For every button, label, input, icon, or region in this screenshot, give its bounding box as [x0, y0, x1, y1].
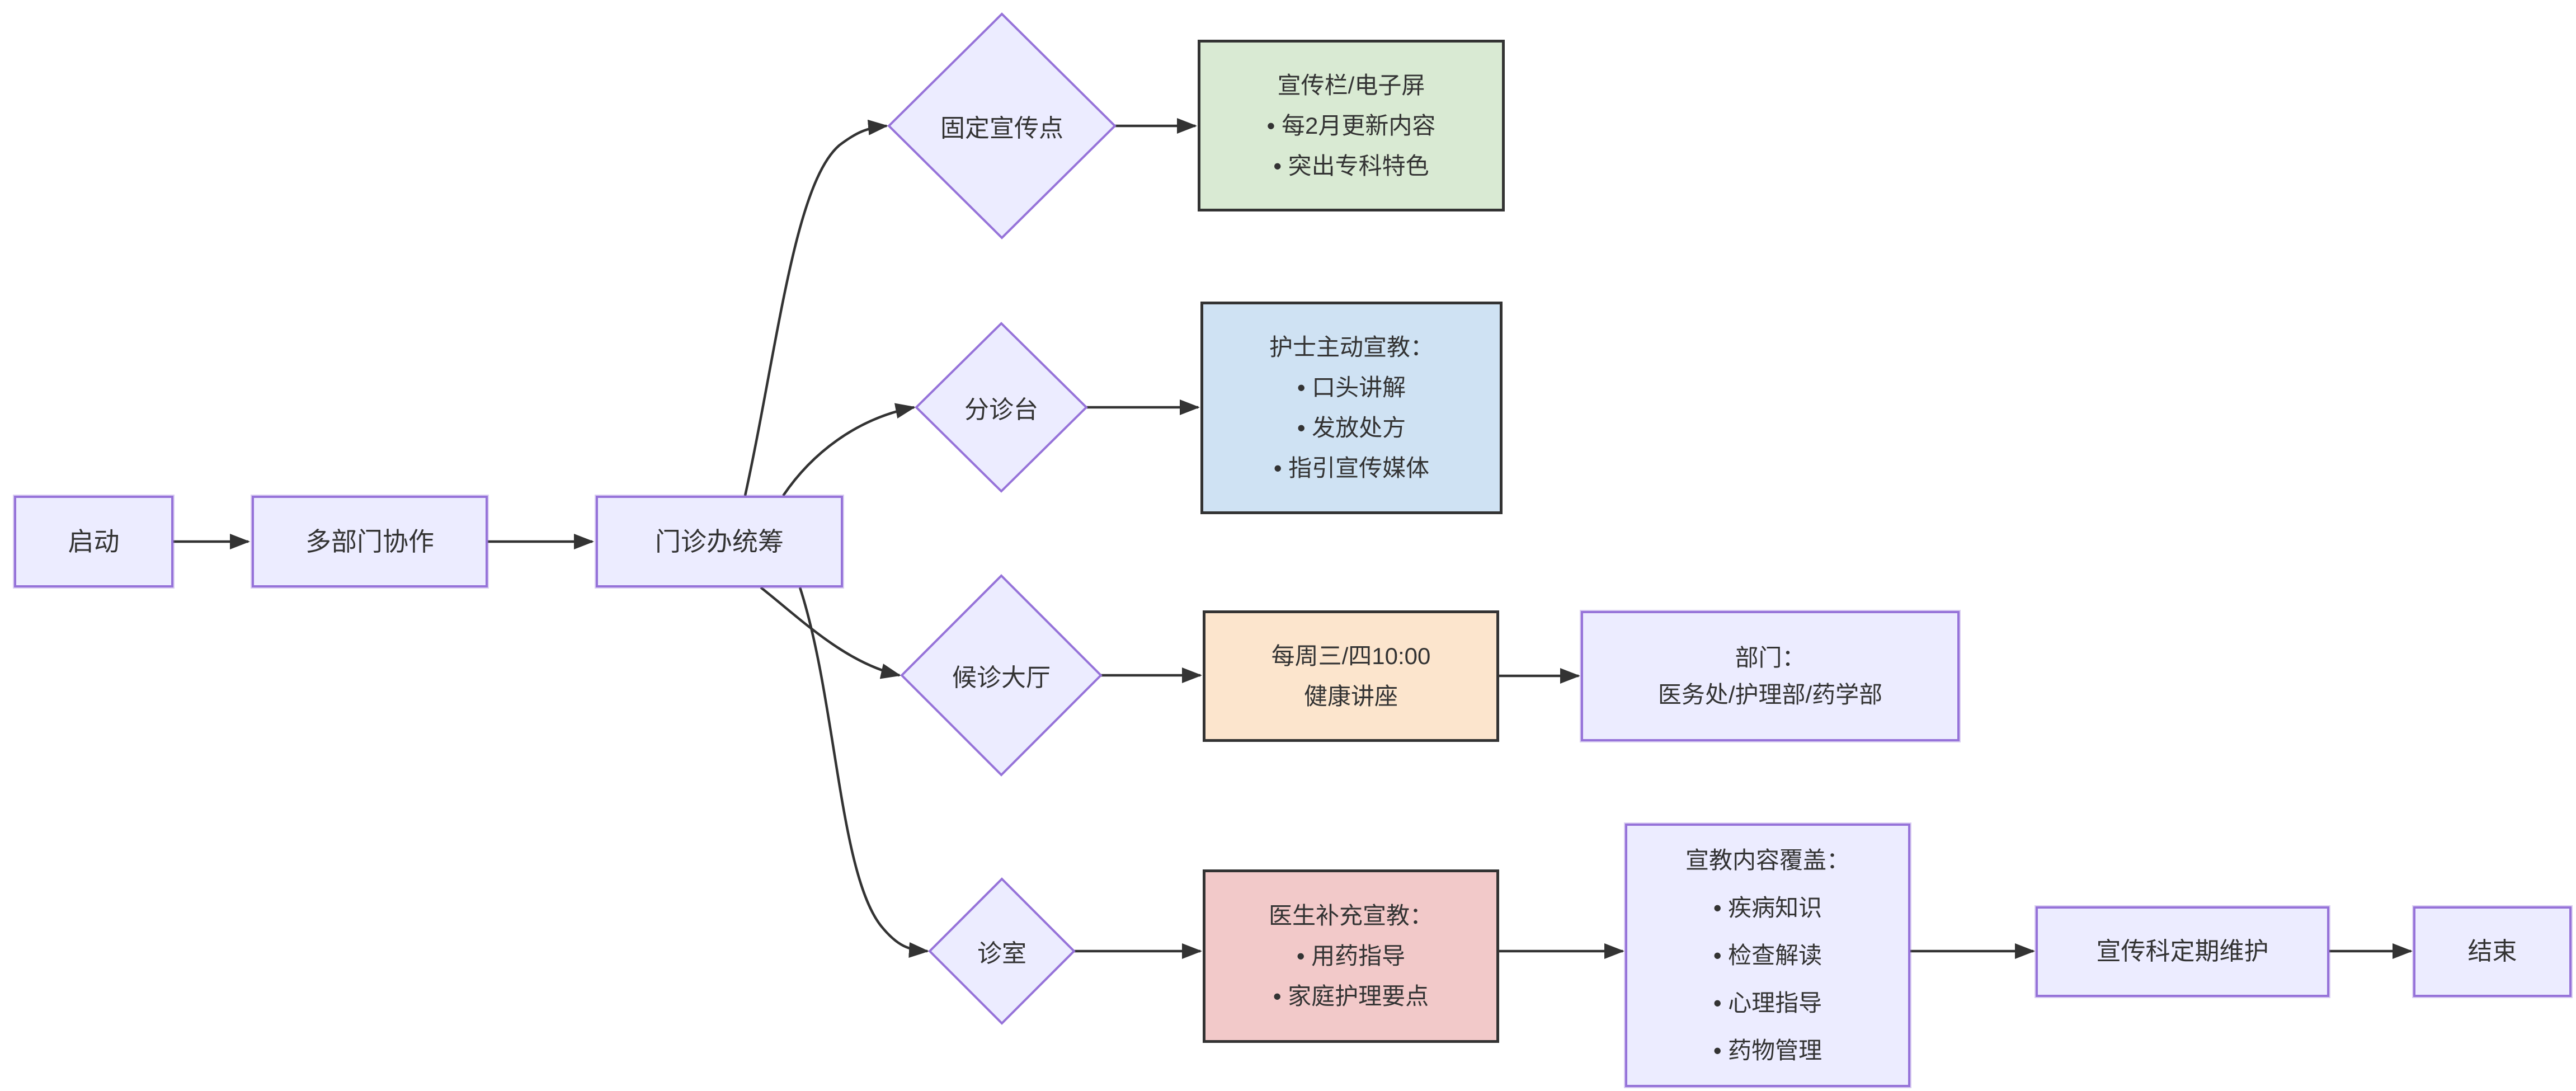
node-publicity-maintenance: 宣传科定期维护	[2036, 906, 2329, 997]
edge-outpatient-to-waiting-hall	[760, 586, 901, 679]
coverage-line: • 药物管理	[1713, 1037, 1822, 1064]
nurse-education-line: 护士主动宣教：	[1269, 334, 1434, 360]
coverage-line: 宣教内容覆盖：	[1685, 847, 1850, 873]
diamond-consult-room-label: 诊室	[977, 940, 1026, 967]
node-nurse-education: 护士主动宣教： • 口头讲解 • 发放处方 • 指引宣传媒体	[1200, 302, 1503, 514]
lecture-line: 每周三/四10:00	[1271, 642, 1431, 669]
node-departments: 部门： 医务处/护理部/药学部	[1581, 611, 1960, 741]
coverage-line: • 疾病知识	[1713, 895, 1822, 921]
diamond-fixed-point	[887, 12, 1117, 239]
end-label: 结束	[2467, 938, 2517, 965]
node-outpatient-office-coordination: 门诊办统筹	[596, 496, 843, 587]
bulletin-line: • 突出专科特色	[1273, 152, 1429, 179]
nurse-education-line: • 指引宣传媒体	[1273, 455, 1430, 481]
lecture-line: 健康讲座	[1303, 683, 1398, 709]
diamond-triage-desk-label: 分诊台	[964, 396, 1038, 424]
doctor-education-line: • 用药指导	[1296, 943, 1406, 969]
node-end: 结束	[2413, 906, 2572, 997]
node-start-label: 启动	[68, 527, 120, 556]
coverage-line: • 心理指导	[1713, 990, 1822, 1016]
bulletin-line: 宣传栏/电子屏	[1277, 72, 1425, 98]
diamond-fixed-point-label: 固定宣传点	[940, 115, 1063, 142]
node-collaboration-label: 多部门协作	[305, 527, 434, 556]
diamond-waiting-hall	[900, 574, 1103, 777]
node-multi-department-collaboration: 多部门协作	[252, 496, 488, 587]
maintenance-label: 宣传科定期维护	[2096, 938, 2269, 965]
doctor-education-line: • 家庭护理要点	[1273, 983, 1429, 1009]
edge-outpatient-to-consult-room	[798, 587, 929, 958]
node-outpatient-label: 门诊办统筹	[655, 527, 784, 556]
nurse-education-line: • 口头讲解	[1297, 374, 1406, 401]
node-health-lecture: 每周三/四10:00 健康讲座	[1203, 610, 1499, 742]
diamond-waiting-hall-label: 候诊大厅	[952, 664, 1051, 692]
coverage-line: • 检查解读	[1713, 942, 1822, 968]
node-bulletin-board: 宣传栏/电子屏 • 每2月更新内容 • 突出专科特色	[1198, 40, 1505, 211]
node-start: 启动	[14, 496, 173, 587]
nurse-education-line: • 发放处方	[1297, 415, 1406, 441]
node-education-coverage: 宣教内容覆盖： • 疾病知识 • 检查解读 • 心理指导 • 药物管理	[1625, 824, 1910, 1087]
edge-outpatient-to-fixed-point	[743, 119, 888, 496]
departments-line: 医务处/护理部/药学部	[1657, 681, 1883, 708]
diamond-triage-desk	[915, 322, 1088, 493]
departments-line: 部门：	[1735, 644, 1806, 671]
doctor-education-line: 医生补充宣教：	[1268, 902, 1433, 929]
diamond-consult-room	[928, 877, 1076, 1025]
edge-outpatient-to-triage	[782, 403, 916, 497]
bulletin-line: • 每2月更新内容	[1266, 112, 1436, 139]
node-doctor-education: 医生补充宣教： • 用药指导 • 家庭护理要点	[1203, 869, 1499, 1043]
